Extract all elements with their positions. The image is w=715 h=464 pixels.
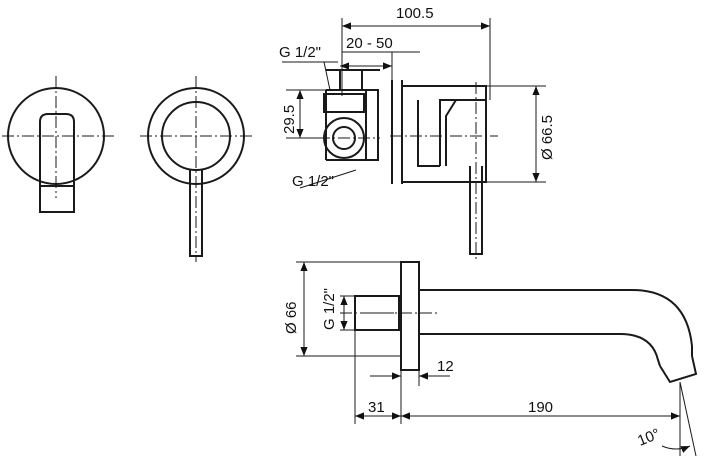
dim-plate-thickness: 12 <box>437 358 454 375</box>
spout-side-view <box>340 261 698 384</box>
mixer-side-view <box>318 69 498 262</box>
dim-adjust-range: 20 - 50 <box>346 35 393 52</box>
dim-rosette-diameter-mixer: Ø 66.5 <box>539 115 556 160</box>
dim-inlet-thread-bottom: G 1/2" <box>292 173 334 190</box>
dim-inlet-offset: 29.5 <box>281 105 298 134</box>
spout-front-view <box>2 76 114 213</box>
dim-inlet-thread-top: G 1/2" <box>279 44 321 61</box>
dim-spout-projection: 190 <box>528 399 553 416</box>
dim-rosette-diameter-spout: Ø 66 <box>283 301 300 334</box>
dim-overall-depth: 100.5 <box>396 5 434 22</box>
dim-rosette-depth: 31 <box>368 399 385 416</box>
dim-spout-thread: G 1/2" <box>321 288 338 330</box>
dim-spout-angle: 10° <box>635 425 662 449</box>
dimension-lines <box>282 18 697 457</box>
mixer-front-view <box>140 76 254 262</box>
